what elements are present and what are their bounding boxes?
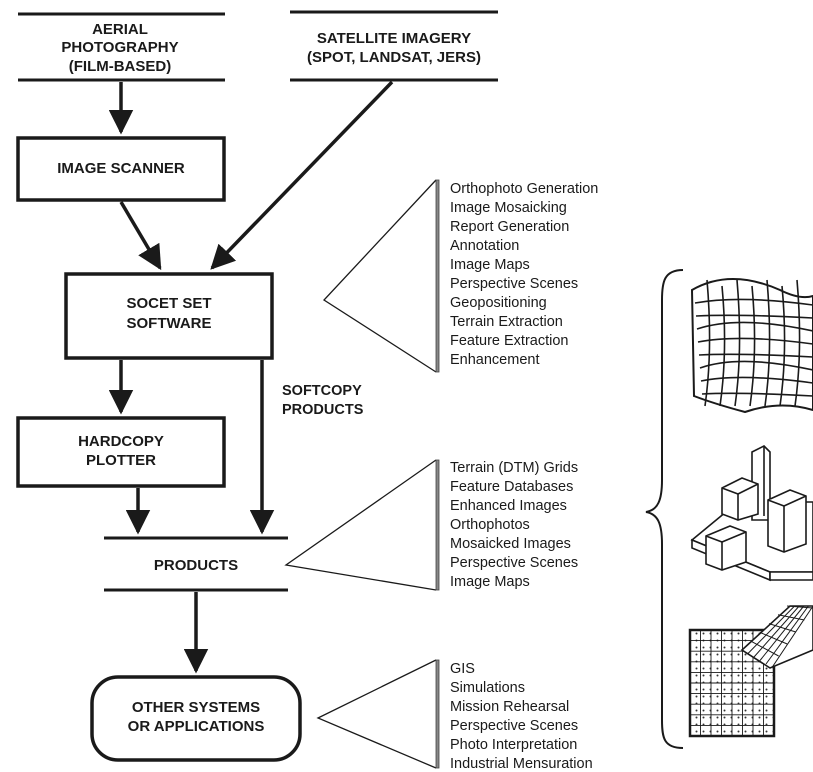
software-function-item: Geopositioning xyxy=(450,295,547,311)
socet-set-software-box: SOCET SET SOFTWARE xyxy=(64,272,274,360)
satellite-label-line-1: SATELLITE IMAGERY xyxy=(317,30,471,47)
application-item: Simulations xyxy=(450,680,525,696)
satellite-imagery-source: SATELLITE IMAGERY (SPOT, LANDSAT, JERS) xyxy=(290,10,498,82)
software-function-item: Feature Extraction xyxy=(450,333,568,349)
plotter-label-line-1: HARDCOPY xyxy=(78,433,164,450)
image-scanner-box: IMAGE SCANNER xyxy=(16,136,226,202)
other-systems-label-line-2: OR APPLICATIONS xyxy=(128,718,265,735)
software-function-item: Terrain Extraction xyxy=(450,314,563,330)
plotter-label-line-2: PLOTTER xyxy=(86,452,156,469)
software-function-item: Image Mosaicking xyxy=(450,200,567,216)
arrow-satellite-to-socet xyxy=(210,80,394,270)
image-scanner-label: IMAGE SCANNER xyxy=(57,160,185,177)
aerial-photography-source: AERIAL PHOTOGRAPHY (FILM-BASED) xyxy=(18,12,225,82)
products-node: PRODUCTS xyxy=(104,536,288,592)
application-item: Mission Rehearsal xyxy=(450,699,569,715)
product-type-item: Orthophotos xyxy=(450,517,530,533)
products-label: PRODUCTS xyxy=(154,557,238,574)
aerial-label-line-1: AERIAL xyxy=(92,21,148,38)
product-type-item: Terrain (DTM) Grids xyxy=(450,460,578,476)
software-function-item: Perspective Scenes xyxy=(450,276,578,292)
callout-wedges xyxy=(284,179,437,769)
flow-arrows xyxy=(108,80,394,674)
application-item: Perspective Scenes xyxy=(450,718,578,734)
softcopy-label-line-2: PRODUCTS xyxy=(282,402,364,418)
product-type-item: Perspective Scenes xyxy=(450,555,578,571)
product-type-item: Mosaicked Images xyxy=(450,536,571,552)
product-type-item: Feature Databases xyxy=(450,479,573,495)
software-function-item: Enhancement xyxy=(450,352,539,368)
product-type-item: Enhanced Images xyxy=(450,498,567,514)
software-function-item: Image Maps xyxy=(450,257,530,273)
aerial-label-line-3: (FILM-BASED) xyxy=(69,58,171,75)
terrain-mesh-icon xyxy=(690,278,813,414)
aerial-label-line-2: PHOTOGRAPHY xyxy=(61,39,178,56)
software-function-item: Annotation xyxy=(450,238,519,254)
software-function-item: Orthophoto Generation xyxy=(450,181,598,197)
other-systems-label-line-1: OTHER SYSTEMS xyxy=(132,699,260,716)
application-item: GIS xyxy=(450,661,475,677)
wedge-software-functions xyxy=(322,179,437,373)
arrow-scanner-to-socet xyxy=(119,201,162,271)
3d-buildings-icon xyxy=(690,445,813,582)
softcopy-products-label: SOFTCOPY PRODUCTS xyxy=(282,383,364,418)
satellite-label-line-2: (SPOT, LANDSAT, JERS) xyxy=(307,49,481,66)
curly-brace xyxy=(645,269,684,749)
socet-label-line-1: SOCET SET xyxy=(126,295,211,312)
other-systems-box: OTHER SYSTEMS OR APPLICATIONS xyxy=(90,675,302,762)
softcopy-label-line-1: SOFTCOPY xyxy=(282,383,362,399)
wedge-product-types xyxy=(284,459,437,591)
product-type-item: Image Maps xyxy=(450,574,530,590)
callout-bars xyxy=(435,179,440,769)
application-item: Industrial Mensuration xyxy=(450,756,593,772)
hardcopy-plotter-box: HARDCOPY PLOTTER xyxy=(16,416,226,488)
application-item: Photo Interpretation xyxy=(450,737,577,753)
grid-perspective-icon xyxy=(688,605,813,738)
socet-label-line-2: SOFTWARE xyxy=(127,315,212,332)
wedge-applications xyxy=(316,659,437,769)
software-function-item: Report Generation xyxy=(450,219,569,235)
